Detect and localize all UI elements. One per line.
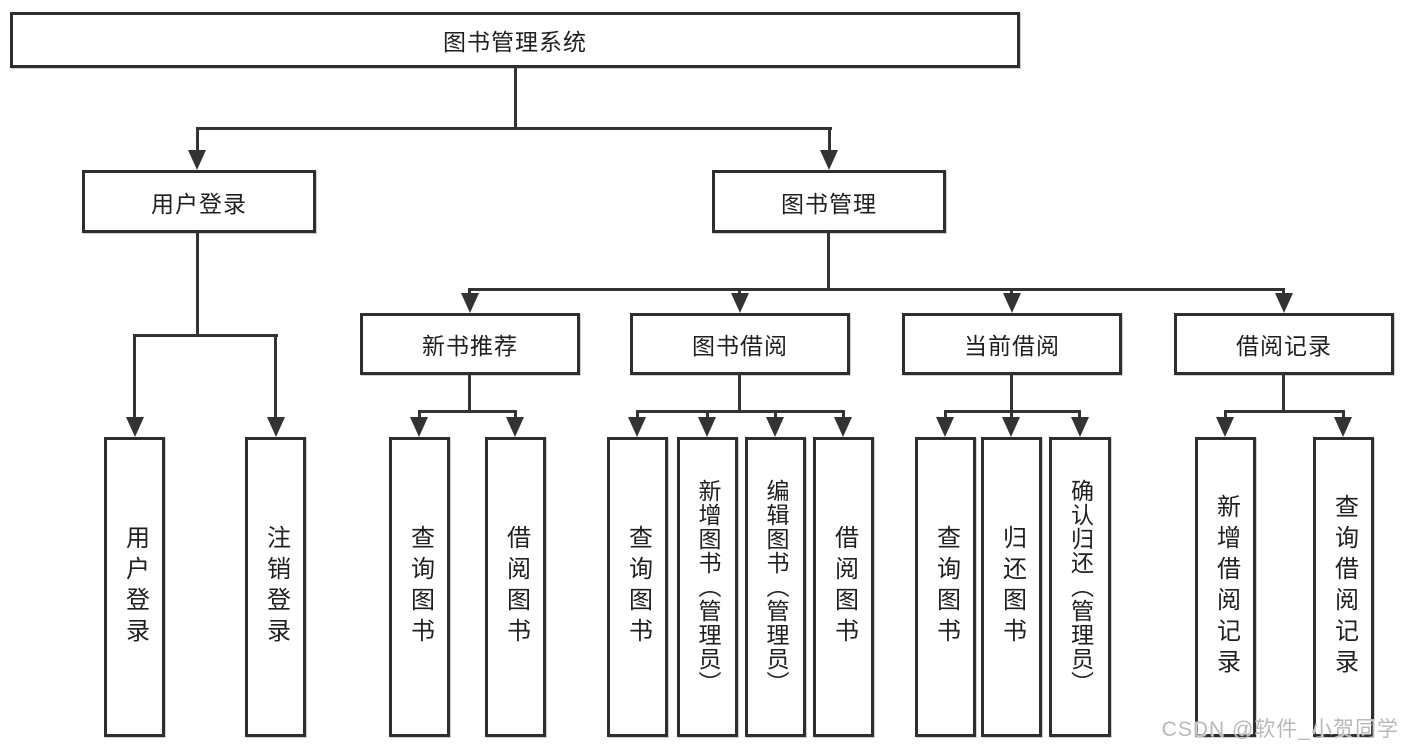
arrowhead-icon bbox=[628, 417, 646, 437]
connector-line bbox=[514, 410, 517, 419]
arrowhead-icon bbox=[1003, 293, 1021, 313]
connector-line bbox=[196, 231, 199, 336]
node-label: 查询借阅记录 bbox=[1330, 494, 1358, 680]
connector-line bbox=[738, 288, 741, 296]
node-user-login: 用户登录 bbox=[82, 170, 316, 233]
arrowhead-icon bbox=[126, 417, 144, 437]
arrowhead-icon bbox=[1002, 417, 1020, 437]
arrowhead-icon bbox=[410, 417, 428, 437]
arrowhead-icon bbox=[461, 293, 479, 313]
arrowhead-icon bbox=[731, 293, 749, 313]
node-label: 借阅记录 bbox=[1236, 333, 1332, 359]
connector-line bbox=[196, 127, 199, 152]
leaf-return-books: 归还图书 bbox=[981, 437, 1042, 737]
connector-line bbox=[468, 288, 1285, 291]
leaf-borrow-books-borrowing: 借阅图书 bbox=[813, 437, 874, 737]
arrowhead-icon bbox=[188, 150, 206, 170]
node-label: 注销登录 bbox=[262, 525, 290, 649]
connector-line bbox=[274, 334, 277, 419]
connector-line bbox=[706, 410, 709, 419]
connector-line bbox=[133, 334, 278, 337]
leaf-query-books-borrowing: 查询图书 bbox=[607, 437, 668, 737]
leaf-borrow-books-recommend: 借阅图书 bbox=[485, 437, 546, 737]
node-label: 新增借阅记录 bbox=[1212, 494, 1240, 680]
node-label: 图书借阅 bbox=[692, 333, 788, 359]
node-label: 新书推荐 bbox=[422, 333, 518, 359]
connector-line bbox=[842, 410, 845, 419]
connector-line bbox=[468, 373, 471, 412]
node-label: 查询图书 bbox=[932, 525, 960, 649]
connector-line bbox=[1010, 288, 1013, 296]
node-label: 用户登录 bbox=[121, 525, 149, 649]
leaf-add-borrow-record: 新增借阅记录 bbox=[1195, 437, 1256, 737]
arrowhead-icon bbox=[766, 417, 784, 437]
leaf-logout: 注销登录 bbox=[245, 437, 306, 737]
connector-line bbox=[514, 66, 517, 129]
arrowhead-icon bbox=[506, 417, 524, 437]
node-label: 当前借阅 bbox=[964, 333, 1060, 359]
node-label: 用户登录 bbox=[151, 190, 247, 217]
arrowhead-icon bbox=[267, 417, 285, 437]
connector-line bbox=[418, 410, 517, 413]
connector-line bbox=[133, 334, 136, 419]
leaf-query-books-current: 查询图书 bbox=[915, 437, 976, 737]
connector-line bbox=[827, 231, 830, 290]
connector-line bbox=[1282, 288, 1285, 296]
node-label: 归还图书 bbox=[998, 525, 1026, 649]
node-book-borrowing: 图书借阅 bbox=[630, 313, 850, 375]
node-label: 查询图书 bbox=[624, 525, 652, 649]
node-label: 图书管理系统 bbox=[443, 29, 587, 55]
node-book-management: 图书管理 bbox=[712, 170, 946, 233]
connector-line bbox=[1224, 410, 1345, 413]
node-new-book-recommend: 新书推荐 bbox=[360, 313, 580, 375]
leaf-edit-books-admin: 编辑图书（管理员） bbox=[745, 437, 806, 737]
connector-line bbox=[774, 410, 777, 419]
connector-line bbox=[636, 410, 845, 413]
connector-line bbox=[1010, 373, 1013, 412]
arrowhead-icon bbox=[1216, 417, 1234, 437]
leaf-confirm-return-admin: 确认归还（管理员） bbox=[1049, 437, 1111, 737]
leaf-add-books-admin: 新增图书（管理员） bbox=[677, 437, 738, 737]
node-label: 查询图书 bbox=[406, 525, 434, 649]
connector-line bbox=[828, 127, 831, 152]
node-label: 借阅图书 bbox=[830, 525, 858, 649]
connector-line bbox=[944, 410, 947, 419]
node-borrowing-records: 借阅记录 bbox=[1174, 313, 1394, 375]
node-label: 编辑图书（管理员） bbox=[763, 479, 789, 695]
arrowhead-icon bbox=[1071, 417, 1089, 437]
node-label: 新增图书（管理员） bbox=[695, 479, 721, 695]
node-library-system: 图书管理系统 bbox=[10, 12, 1020, 68]
connector-line bbox=[636, 410, 639, 419]
connector-line bbox=[1078, 410, 1081, 419]
watermark: CSDN @软件_小贺同学 bbox=[1161, 718, 1399, 741]
connector-line bbox=[1224, 410, 1227, 419]
arrowhead-icon bbox=[820, 150, 838, 170]
connector-line bbox=[418, 410, 421, 419]
node-current-borrowing: 当前借阅 bbox=[902, 313, 1122, 375]
arrowhead-icon bbox=[936, 417, 954, 437]
node-label: 图书管理 bbox=[781, 190, 877, 217]
node-label: 借阅图书 bbox=[502, 525, 530, 649]
connector-line bbox=[468, 288, 471, 296]
arrowhead-icon bbox=[698, 417, 716, 437]
arrowhead-icon bbox=[834, 417, 852, 437]
leaf-user-login: 用户登录 bbox=[104, 437, 165, 737]
arrowhead-icon bbox=[1334, 417, 1352, 437]
leaf-query-borrow-record: 查询借阅记录 bbox=[1313, 437, 1374, 737]
node-label: 确认归还（管理员） bbox=[1067, 479, 1094, 695]
connector-line bbox=[1010, 410, 1013, 419]
connector-line bbox=[1282, 373, 1285, 412]
connector-line bbox=[738, 373, 741, 412]
connector-line bbox=[1342, 410, 1345, 419]
leaf-query-books-recommend: 查询图书 bbox=[389, 437, 450, 737]
arrowhead-icon bbox=[1275, 293, 1293, 313]
connector-line bbox=[196, 127, 832, 130]
